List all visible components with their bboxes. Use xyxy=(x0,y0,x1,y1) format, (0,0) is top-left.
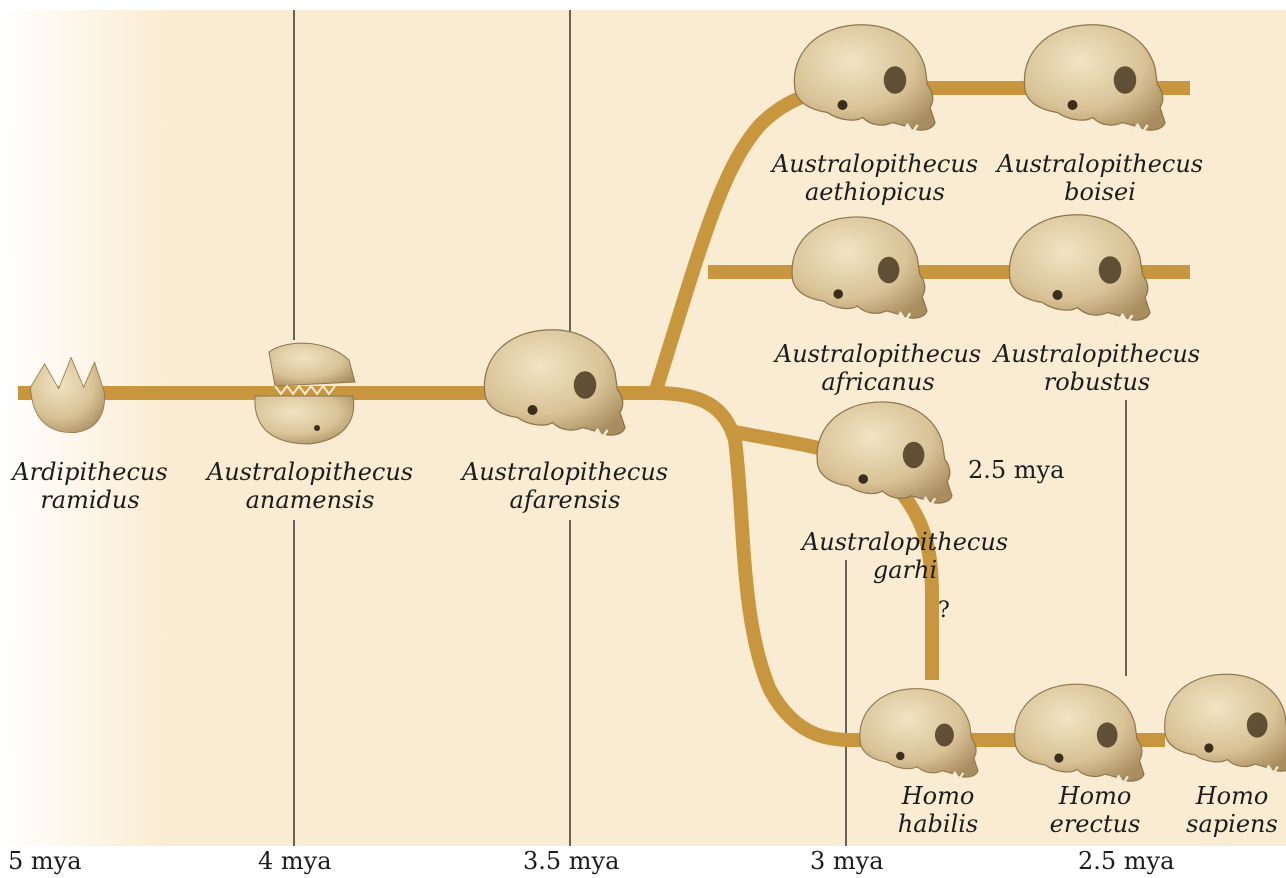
garhi-date-annotation: 2.5 mya xyxy=(968,456,1064,484)
label-homo-erectus: Homo erectus xyxy=(1050,782,1141,838)
species-name: anamensis xyxy=(207,486,413,514)
genus-name: Australopithecus xyxy=(994,340,1200,368)
label-homo-sapiens: Homo sapiens xyxy=(1186,782,1278,838)
genus-name: Homo xyxy=(1186,782,1278,810)
label-australopithecus-boisei: Australopithecus boisei xyxy=(997,150,1203,206)
label-ardipithecus-ramidus: Ardipithecus ramidus xyxy=(12,458,167,514)
species-name: ramidus xyxy=(12,486,167,514)
label-australopithecus-afarensis: Australopithecus afarensis xyxy=(462,458,668,514)
uncertain-link-marker: ? xyxy=(938,598,950,624)
time-tick-label: 4 mya xyxy=(258,847,332,875)
genus-name: Ardipithecus xyxy=(12,458,167,486)
species-name: africanus xyxy=(775,368,981,396)
genus-name: Australopithecus xyxy=(802,528,1008,556)
species-name: erectus xyxy=(1050,810,1141,838)
species-name: robustus xyxy=(994,368,1200,396)
label-australopithecus-aethiopicus: Australopithecus aethiopicus xyxy=(772,150,978,206)
time-tick-label: 2.5 mya xyxy=(1078,847,1174,875)
species-name: garhi xyxy=(802,556,1008,584)
genus-name: Australopithecus xyxy=(462,458,668,486)
genus-name: Australopithecus xyxy=(775,340,981,368)
genus-name: Australopithecus xyxy=(997,150,1203,178)
label-australopithecus-anamensis: Australopithecus anamensis xyxy=(207,458,413,514)
species-name: sapiens xyxy=(1186,810,1278,838)
time-tick-label: 5 mya xyxy=(8,847,82,875)
label-australopithecus-africanus: Australopithecus africanus xyxy=(775,340,981,396)
genus-name: Australopithecus xyxy=(772,150,978,178)
genus-name: Australopithecus xyxy=(207,458,413,486)
species-name: habilis xyxy=(898,810,978,838)
genus-name: Homo xyxy=(1050,782,1141,810)
label-australopithecus-garhi: Australopithecus garhi xyxy=(802,528,1008,584)
species-name: boisei xyxy=(997,178,1203,206)
time-tick-label: 3.5 mya xyxy=(523,847,619,875)
genus-name: Homo xyxy=(898,782,978,810)
label-homo-habilis: Homo habilis xyxy=(898,782,978,838)
label-australopithecus-robustus: Australopithecus robustus xyxy=(994,340,1200,396)
species-name: afarensis xyxy=(462,486,668,514)
time-tick-label: 3 mya xyxy=(810,847,884,875)
species-name: aethiopicus xyxy=(772,178,978,206)
